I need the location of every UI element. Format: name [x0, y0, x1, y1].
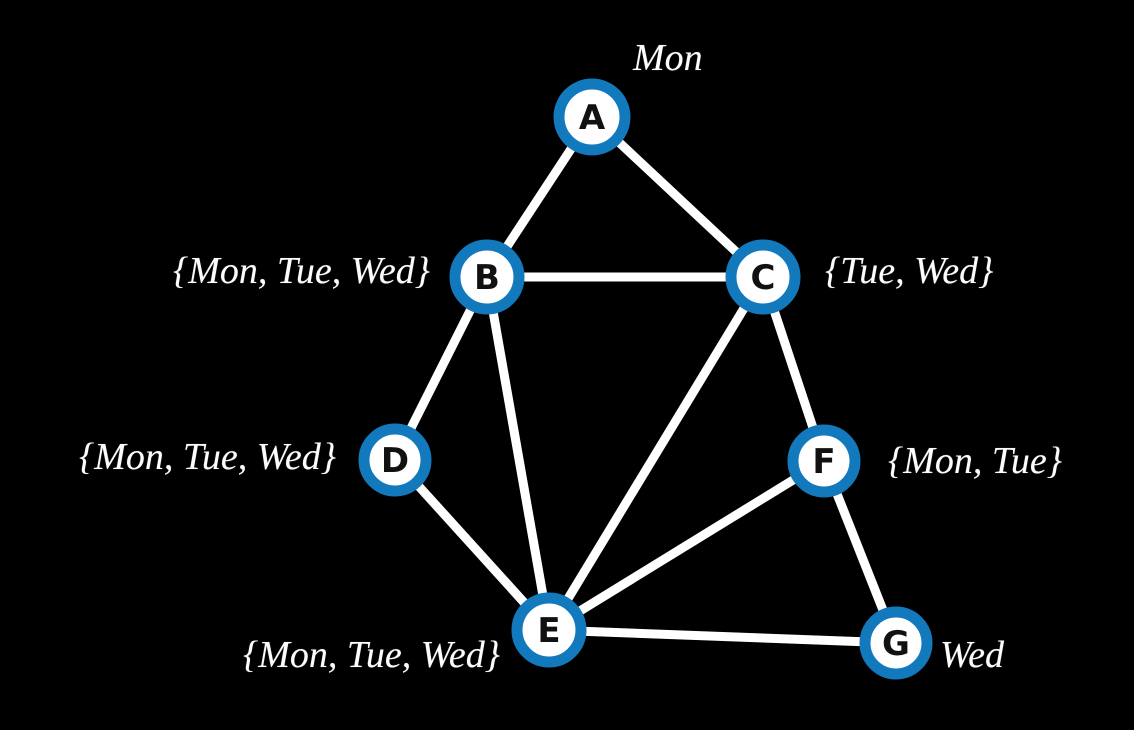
- nodes-group: A B C D E F G: [358, 78, 933, 680]
- domain-label-g: Wed: [940, 634, 1005, 676]
- edge-d-e: [391, 456, 553, 634]
- node-e[interactable]: E: [511, 592, 587, 668]
- node-f[interactable]: F: [787, 424, 861, 498]
- node-circle-a[interactable]: [553, 78, 631, 156]
- node-d[interactable]: D: [358, 423, 432, 497]
- node-circle-d[interactable]: [358, 423, 432, 497]
- node-circle-c[interactable]: [725, 239, 801, 315]
- node-letter-a: A: [579, 98, 606, 138]
- node-circle-f[interactable]: [787, 424, 861, 498]
- domain-label-f: {Mon, Tue}: [888, 440, 1062, 482]
- node-letter-d: D: [381, 441, 409, 481]
- node-letter-b: B: [474, 258, 500, 298]
- node-circle-g[interactable]: [859, 606, 933, 680]
- domain-label-e: {Mon, Tue, Wed}: [243, 634, 500, 676]
- domain-label-b: {Mon, Tue, Wed}: [173, 250, 430, 292]
- edges-group: [390, 113, 901, 648]
- node-circle-b[interactable]: [449, 239, 525, 315]
- node-letter-g: G: [882, 624, 910, 664]
- edge-b-e: [482, 276, 554, 631]
- node-letter-c: C: [751, 258, 776, 298]
- node-letter-e: E: [537, 611, 560, 651]
- edge-e-f: [546, 457, 827, 634]
- domain-label-d: {Mon, Tue, Wed}: [79, 436, 336, 478]
- node-a[interactable]: A: [553, 78, 631, 156]
- domain-label-c: {Tue, Wed}: [825, 250, 994, 292]
- node-letter-f: F: [812, 442, 835, 482]
- edge-e-g: [548, 625, 897, 648]
- node-circle-e[interactable]: [511, 592, 587, 668]
- node-c[interactable]: C: [725, 239, 801, 315]
- node-b[interactable]: B: [449, 239, 525, 315]
- edge-c-e: [545, 274, 767, 633]
- domain-label-a: Mon: [633, 37, 703, 79]
- node-g[interactable]: G: [859, 606, 933, 680]
- edge-a-c: [588, 113, 767, 281]
